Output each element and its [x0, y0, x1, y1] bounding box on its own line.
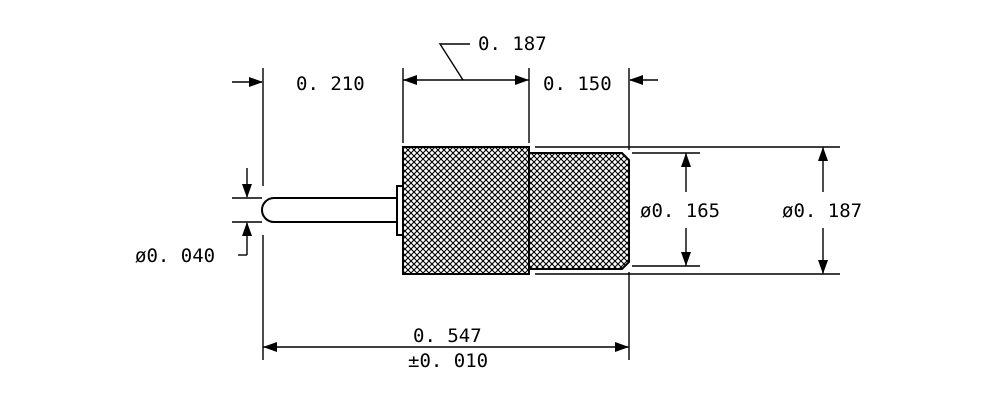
body-length-label: 0. 187 — [478, 33, 547, 55]
overall-tolerance-label: ±0. 010 — [408, 350, 488, 372]
part-outline — [261, 146, 630, 275]
pin-length-label: 0. 210 — [296, 73, 365, 95]
dimension-lines — [232, 43, 828, 352]
body-diameter-label: ø0. 187 — [782, 200, 862, 222]
sleeve-length-label: 0. 150 — [543, 73, 612, 95]
sleeve — [528, 152, 630, 270]
overall-length-label: 0. 547 — [413, 325, 482, 347]
pin-diameter-label: ø0. 040 — [135, 245, 215, 267]
extension-lines — [232, 68, 840, 360]
pin-shaft — [261, 197, 399, 223]
knurled-body — [402, 146, 530, 275]
sleeve-diameter-label: ø0. 165 — [640, 200, 720, 222]
dimension-labels: 0. 187 0. 210 0. 150 ø0. 040 ø0. 165 ø0.… — [135, 33, 862, 372]
